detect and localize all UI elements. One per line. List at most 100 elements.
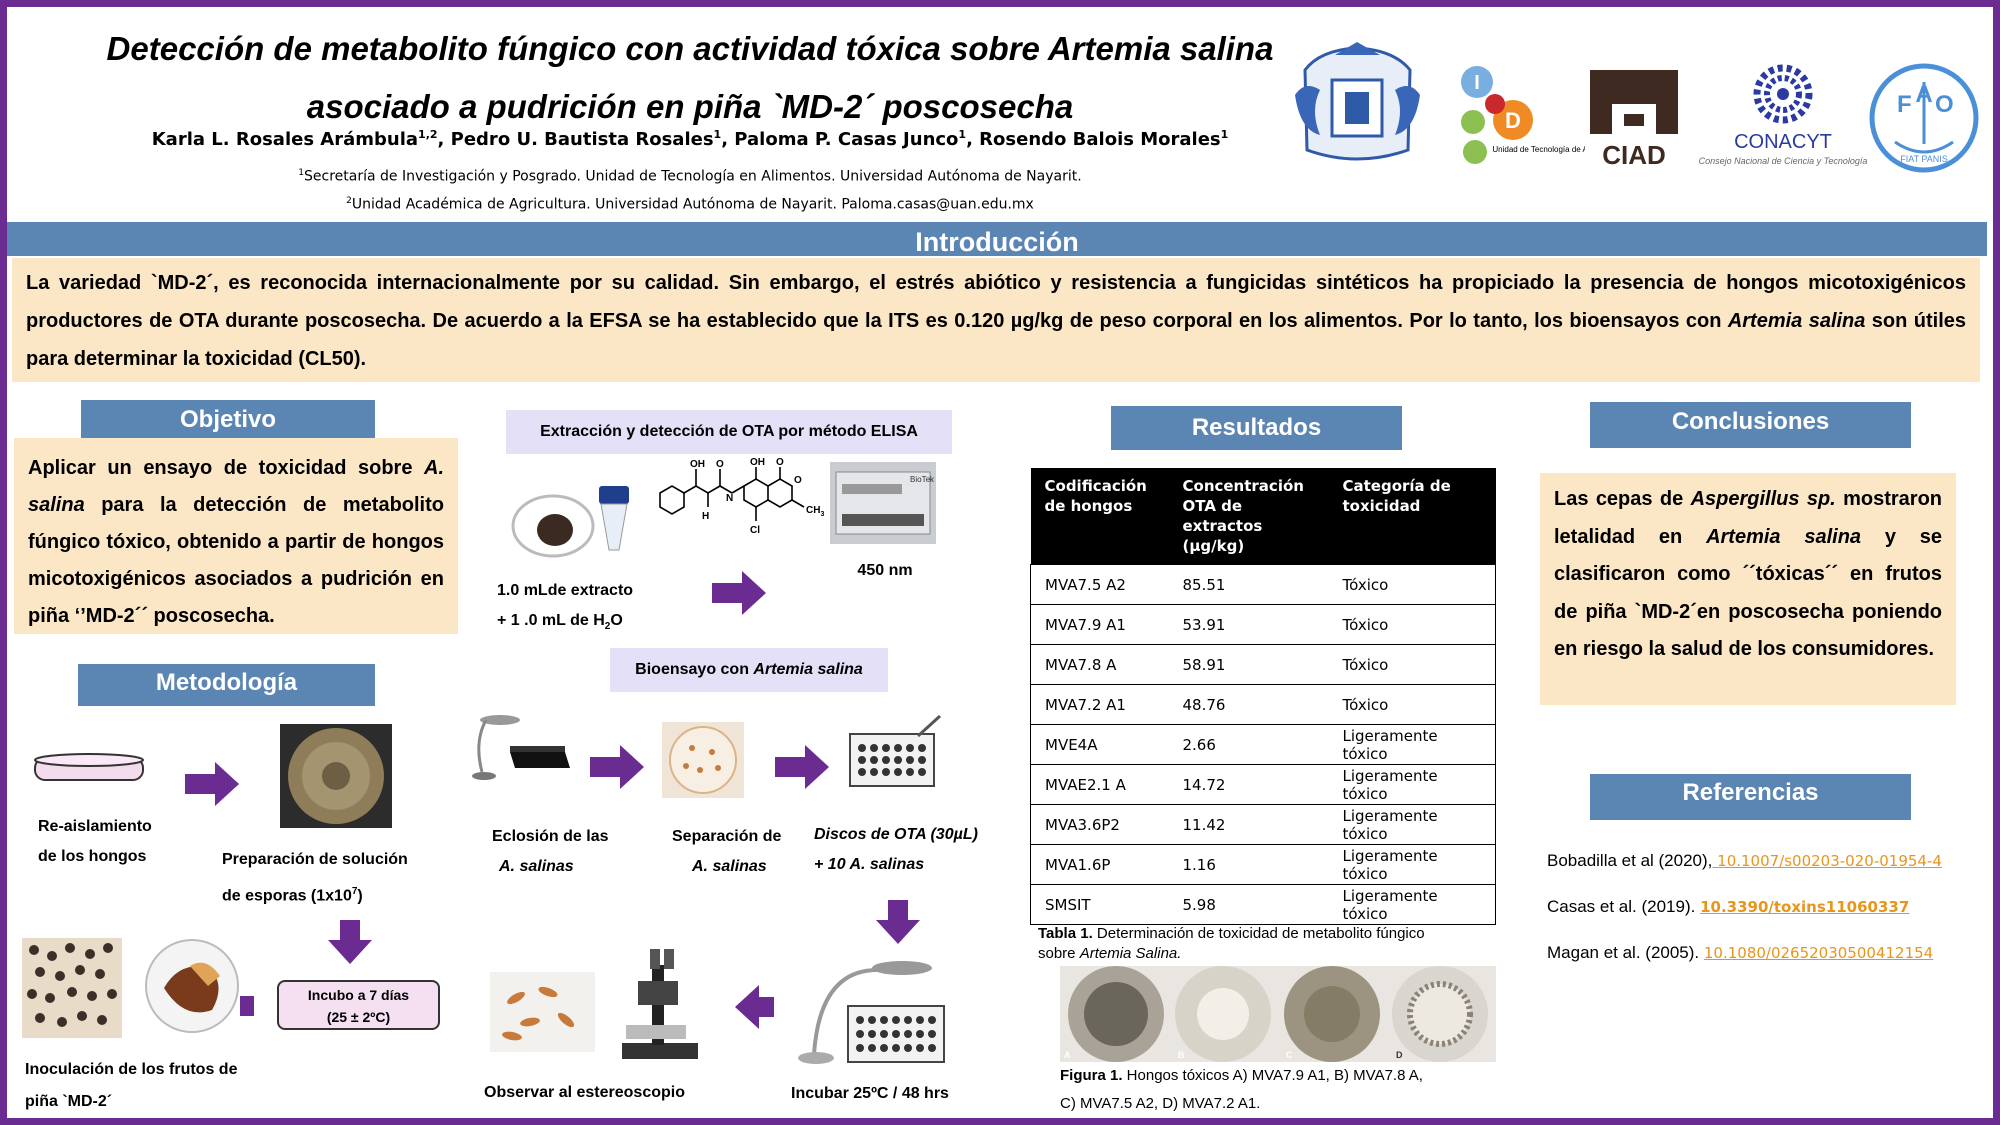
extract-vial-photo [507, 478, 635, 560]
separacion-line-2: A. salinas [692, 858, 767, 875]
fao-letter-o: O [1935, 91, 1954, 118]
objetivo-text: Aplicar un ensayo de toxicidad sobre A. … [14, 438, 458, 634]
intro-text-2: son útiles para determinar la toxicidad … [26, 310, 1966, 370]
objetivo-text-2: para la detección de metabolito fúngico … [28, 494, 444, 627]
cell-code: MVA7.2 A1 [1030, 684, 1169, 725]
objetivo-text-1: Aplicar un ensayo de toxicidad sobre [28, 457, 424, 479]
mol-label-nh: H [702, 511, 709, 522]
arrow-shaft-down-2 [888, 900, 908, 922]
cell-concentration: 1.16 [1168, 844, 1329, 885]
resultados-heading: Resultados [1111, 406, 1402, 450]
objetivo-text-italic: A. salina [28, 457, 444, 516]
cell-category: Tóxico [1328, 644, 1496, 685]
figura-caption-text: Hongos tóxicos A) MVA7.9 A1, B) MVA7.8 A… [1122, 1067, 1423, 1084]
mol-label-ch3: CH3 [806, 505, 824, 518]
arrow-right-1 [215, 762, 239, 806]
extract-label: 1.0 mLde extracto + 1 .0 mL de H2O [497, 576, 657, 642]
reference-1: Bobadilla et al (2020), 10.1007/s00203-0… [1547, 851, 1942, 871]
introduccion-heading: Introducción [7, 222, 1987, 257]
referencias-heading: Referencias [1590, 774, 1911, 820]
reaislamiento-label: Re-aislamiento de los hongos [38, 812, 198, 872]
eclosion-line-1: Eclosión de las [492, 828, 609, 845]
reader-brand: BioTek [910, 475, 935, 484]
reference-2-text: Casas et al. (2019). [1547, 897, 1701, 916]
mol-label-o3: O [794, 475, 802, 486]
inoculacion-line-2: piña `MD-2´ [25, 1093, 113, 1110]
results-header-codificacion: Codificación de hongos [1030, 468, 1169, 565]
results-header-row: Codificación de hongos Concentración OTA… [1030, 468, 1496, 565]
cell-code: MVA7.9 A1 [1030, 604, 1169, 645]
intro-text-1: La variedad `MD-2´, es reconocida intern… [26, 272, 1966, 332]
reference-3-text: Magan et al. (2005). [1547, 943, 1704, 962]
incubo-line-1: Incubo a 7 días [307, 987, 410, 1003]
reference-2-link[interactable]: 10.3390/toxins11060337 [1700, 898, 1910, 916]
author-2: , Pedro U. Bautista Rosales [437, 129, 714, 150]
incubo-box: Incubo a 7 días (25 ± 2ºC) [277, 980, 440, 1030]
arrow-left-1 [735, 985, 759, 1029]
discos-label: Discos de OTA (30µL) + 10 A. salinas [814, 820, 1004, 880]
observar-label: Observar al estereoscopio [484, 1084, 685, 1101]
tabla-caption-label: Tabla 1. [1038, 925, 1093, 942]
mol-label-ch3-sub: 3 [820, 511, 824, 518]
separacion-line-1: Separación de [672, 828, 782, 845]
mol-label-oh2: OH [750, 457, 765, 468]
mol-label-oh: OH [690, 459, 705, 470]
bioensayo-heading-text: Bioensayo con [635, 661, 754, 678]
reference-2: Casas et al. (2019). 10.3390/toxins11060… [1547, 897, 1909, 917]
cell-category: Ligeramente tóxico [1328, 724, 1496, 765]
cell-concentration: 5.98 [1168, 884, 1329, 925]
cell-category: Ligeramente tóxico [1328, 804, 1496, 845]
intro-text-italic: Artemia salina [1727, 310, 1866, 332]
arrow-down-2 [876, 920, 920, 944]
reaislamiento-line-1: Re-aislamiento [38, 818, 152, 835]
concl-text-1: Las cepas de [1554, 488, 1691, 510]
affiliation-1-text: Secretaría de Investigación y Posgrado. … [304, 168, 1082, 185]
affiliation-1-sup: 1 [298, 168, 305, 178]
reference-3-link[interactable]: 10.1080/02652030500412154 [1703, 944, 1934, 962]
eclosion-line-2: A. salinas [499, 858, 574, 875]
author-2-sup: 1 [713, 128, 722, 141]
conacyt-subtext: Consejo Nacional de Ciencia y Tecnología [1699, 156, 1868, 166]
preparacion-sup: 7 [351, 886, 358, 897]
cell-category: Ligeramente tóxico [1328, 884, 1496, 925]
cell-category: Ligeramente tóxico [1328, 764, 1496, 805]
concl-italic-1: Aspergillus sp. [1690, 488, 1836, 510]
artemia-photo [490, 972, 595, 1052]
discos-line-2: + 10 A. salinas [814, 856, 925, 873]
affiliation-2-sup: 2 [346, 196, 352, 206]
author-3-sup: 1 [958, 128, 967, 141]
extract-line-2a: + 1 .0 mL de H [497, 612, 605, 629]
author-4: , Rosendo Balois Morales [966, 129, 1221, 150]
author-4-sup: 1 [1220, 128, 1229, 141]
results-table: Codificación de hongos Concentración OTA… [1030, 468, 1496, 925]
arrow-shaft-left-1 [240, 996, 254, 1016]
ochratoxin-molecule: OH O H N OH O O Cl CH3 [650, 455, 840, 560]
ciad-logo: CIAD [1588, 68, 1680, 168]
arrow-shaft-3 [590, 757, 620, 777]
mol-label-o1: O [716, 459, 724, 470]
tabla-caption-text-2: sobre [1038, 945, 1080, 962]
iuta-text: Unidad de Tecnología de Alimentos [1492, 145, 1585, 154]
conacyt-logo: CONACYT Consejo Nacional de Ciencia y Te… [1695, 62, 1870, 172]
cell-code: MVA7.5 A2 [1030, 564, 1169, 605]
figura-caption-label: Figura 1. [1060, 1067, 1123, 1084]
cell-concentration: 48.76 [1168, 684, 1329, 725]
reaislamiento-line-2: de los hongos [38, 848, 147, 865]
plate-label-d: D [1396, 1050, 1403, 1060]
iuta-letter-d: D [1505, 108, 1521, 133]
reference-1-link[interactable]: 10.1007/s00203-020-01954-4 [1712, 852, 1942, 870]
mol-label-o2: O [776, 457, 784, 468]
results-header-concentracion: Concentración OTA de extractos (µg/kg) [1168, 468, 1329, 565]
pineapple-fruit-photo [140, 936, 244, 1036]
inoculacion-label: Inoculación de los frutos de piña `MD-2´ [25, 1054, 263, 1118]
fungal-culture-photo [280, 724, 392, 828]
author-1: Karla L. Rosales Arámbula [151, 129, 419, 150]
elisa-heading: Extracción y detección de OTA por método… [506, 410, 952, 454]
metodologia-heading: Metodología [78, 664, 375, 706]
